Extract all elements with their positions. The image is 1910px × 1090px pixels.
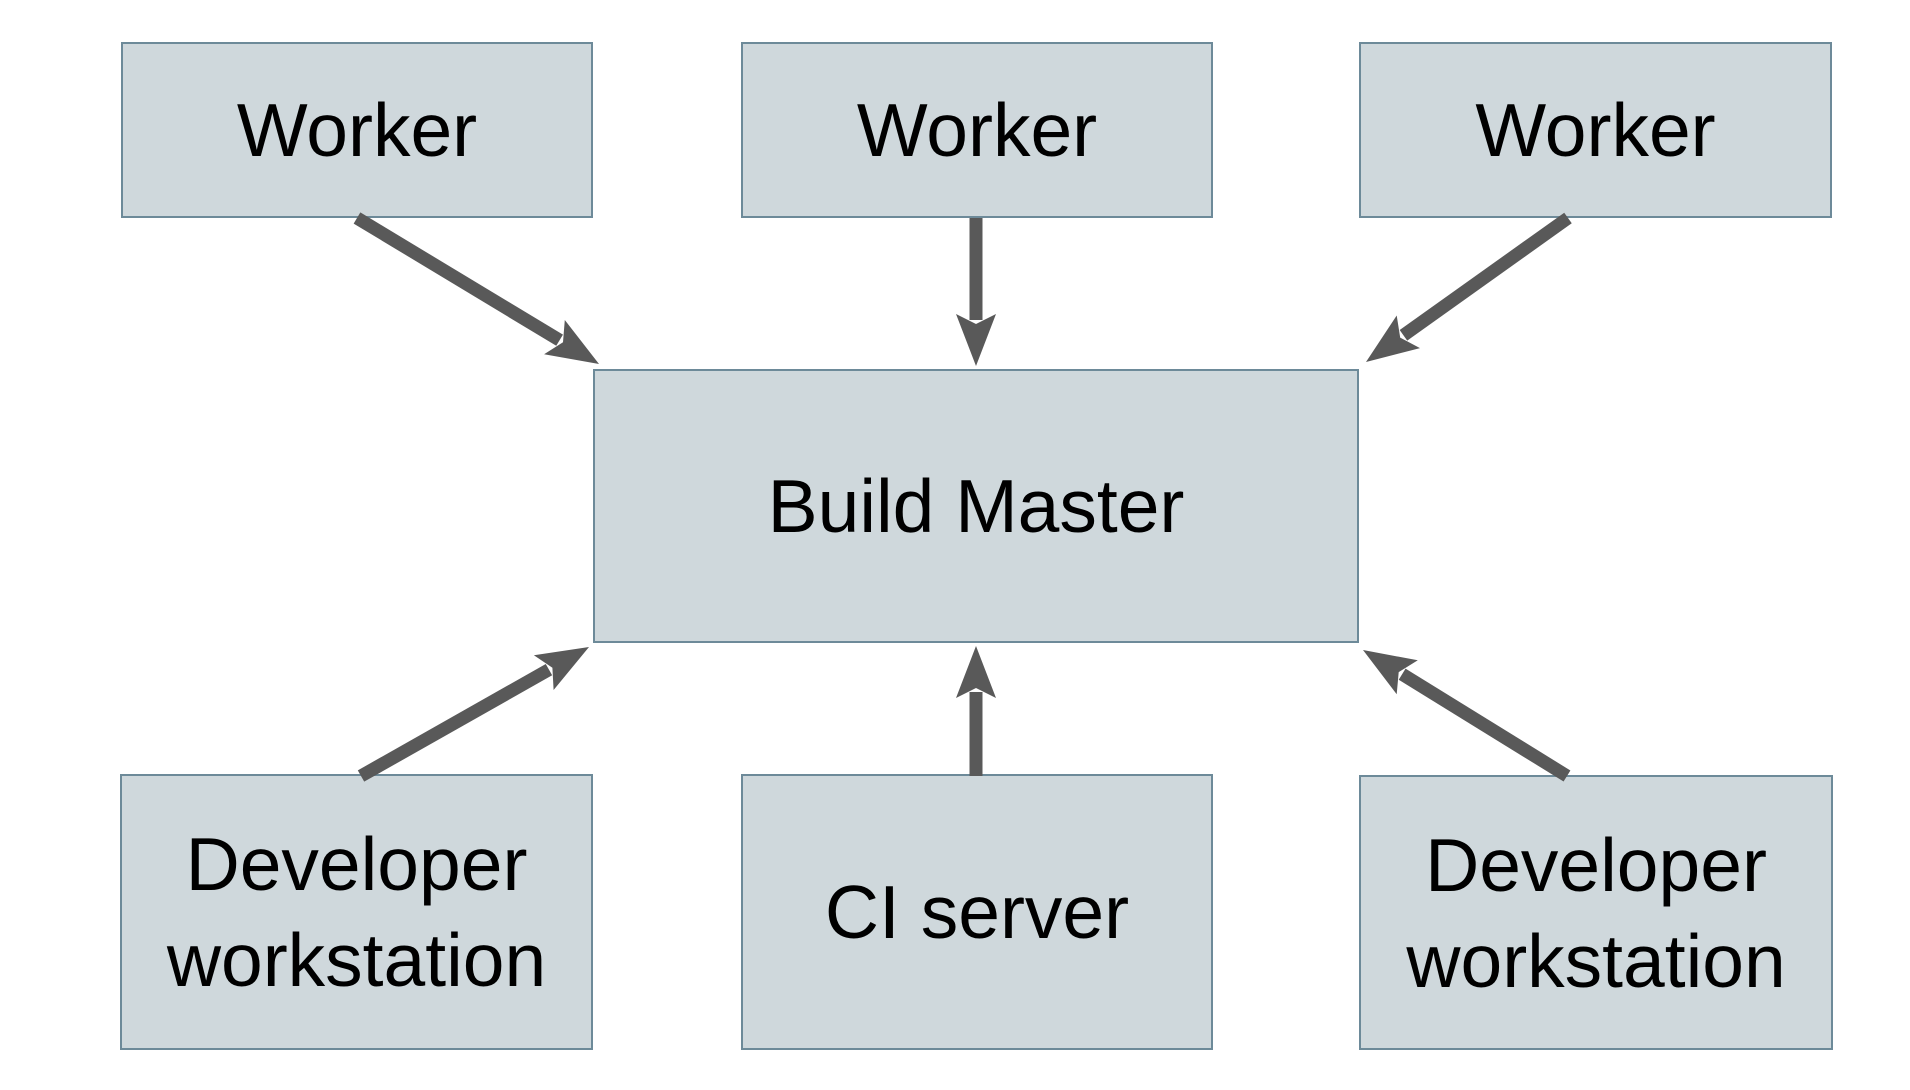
- node-developer-workstation-right-label: Developer workstation: [1406, 822, 1786, 1003]
- arrowhead-icon: [956, 314, 996, 366]
- node-build-master: Build Master: [593, 369, 1359, 643]
- arrow-shaft-developer-workstation-right: [1398, 668, 1571, 782]
- arrow-shaft-worker-3: [1399, 212, 1572, 341]
- node-worker-3-label: Worker: [1475, 88, 1716, 172]
- arrowhead-icon: [544, 320, 599, 364]
- node-worker-1-label: Worker: [236, 88, 478, 172]
- node-worker-1: Worker: [121, 42, 593, 218]
- node-build-master-label: Build Master: [767, 464, 1185, 548]
- arrow-shaft-developer-workstation-left: [357, 663, 553, 782]
- node-worker-3: Worker: [1359, 42, 1832, 218]
- node-developer-workstation-left: Developer workstation: [120, 774, 593, 1050]
- node-developer-workstation-right: Developer workstation: [1359, 775, 1833, 1050]
- arrowhead-icon: [956, 646, 996, 698]
- node-ci-server-label: CI server: [824, 870, 1130, 954]
- node-worker-2-label: Worker: [856, 88, 1098, 172]
- node-ci-server: CI server: [741, 774, 1213, 1050]
- node-worker-2: Worker: [741, 42, 1213, 218]
- arrowhead-icon: [1366, 315, 1420, 362]
- arrowhead-icon: [1363, 650, 1418, 695]
- node-developer-workstation-left-label: Developer workstation: [166, 822, 547, 1002]
- arrowhead-icon: [533, 647, 589, 690]
- arrow-shaft-worker-1: [353, 212, 563, 346]
